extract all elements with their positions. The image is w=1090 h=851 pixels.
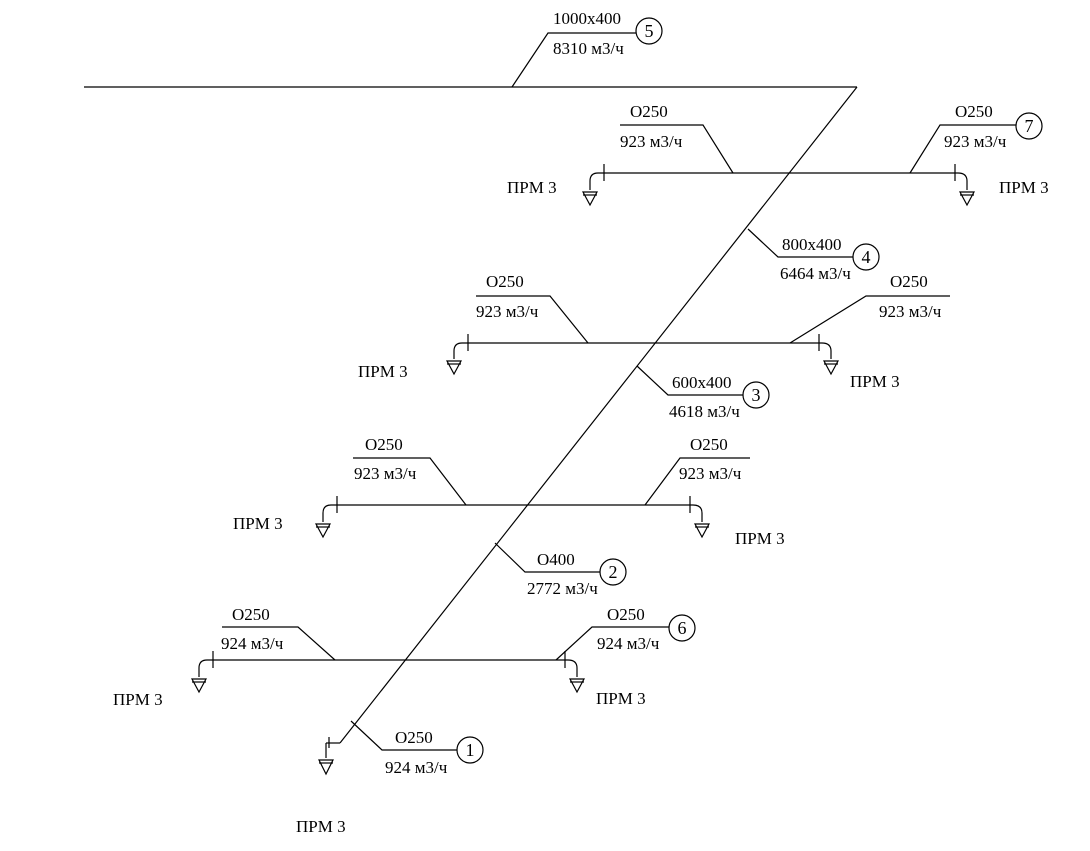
terminal-label: ПРМ 3 — [850, 372, 900, 391]
branch-row-4 — [207, 651, 568, 668]
section-label-5: 1000x400 8310 м3/ч 5 — [511, 9, 663, 88]
branch-label: O250 924 м3/ч — [221, 605, 336, 661]
section-label-3: 600x400 4618 м3/ч 3 — [636, 365, 770, 421]
svg-text:1000x400: 1000x400 — [553, 9, 621, 28]
terminal-label: ПРМ 3 — [296, 817, 346, 836]
svg-text:O250: O250 — [232, 605, 270, 624]
section-label-7: O250 923 м3/ч 7 — [909, 102, 1043, 174]
diffuser-symbols — [190, 172, 976, 776]
svg-text:923 м3/ч: 923 м3/ч — [944, 132, 1007, 151]
svg-text:O250: O250 — [607, 605, 645, 624]
section-number: 7 — [1025, 116, 1034, 136]
svg-text:800x400: 800x400 — [782, 235, 842, 254]
terminal-label: ПРМ 3 — [358, 362, 408, 381]
section-label-2: O400 2772 м3/ч 2 — [494, 542, 627, 598]
svg-text:924 м3/ч: 924 м3/ч — [385, 758, 448, 777]
svg-text:O400: O400 — [537, 550, 575, 569]
section-label-4: 800x400 6464 м3/ч 4 — [747, 228, 880, 283]
svg-text:923 м3/ч: 923 м3/ч — [679, 464, 742, 483]
branch-label: O250 923 м3/ч — [644, 435, 750, 506]
diffuser-icon — [692, 504, 711, 539]
svg-text:600x400: 600x400 — [672, 373, 732, 392]
svg-text:4618 м3/ч: 4618 м3/ч — [669, 402, 740, 421]
branch-label: O250 923 м3/ч — [789, 272, 950, 344]
section-label-6: O250 924 м3/ч 6 — [555, 605, 696, 661]
terminal-label: ПРМ 3 — [507, 178, 557, 197]
branch-row-1 — [598, 164, 958, 181]
branch-label: O250 923 м3/ч — [476, 272, 589, 344]
terminal-labels: ПРМ 3 ПРМ 3 ПРМ 3 ПРМ 3 ПРМ 3 ПРМ 3 ПРМ … — [113, 178, 1049, 836]
svg-text:O250: O250 — [365, 435, 403, 454]
diffuser-icon — [957, 172, 976, 207]
terminal-label: ПРМ 3 — [596, 689, 646, 708]
section-number: 2 — [609, 562, 618, 582]
svg-text:O250: O250 — [690, 435, 728, 454]
svg-text:O250: O250 — [890, 272, 928, 291]
terminal-label: ПРМ 3 — [735, 529, 785, 548]
svg-text:6464 м3/ч: 6464 м3/ч — [780, 264, 851, 283]
svg-text:923 м3/ч: 923 м3/ч — [476, 302, 539, 321]
branch-label: O250 923 м3/ч — [620, 102, 734, 174]
svg-text:O250: O250 — [395, 728, 433, 747]
svg-text:924 м3/ч: 924 м3/ч — [597, 634, 660, 653]
diffuser-icon — [318, 743, 334, 776]
diffuser-icon — [445, 342, 463, 376]
svg-text:924 м3/ч: 924 м3/ч — [221, 634, 284, 653]
section-number: 4 — [862, 247, 871, 267]
svg-text:923 м3/ч: 923 м3/ч — [354, 464, 417, 483]
main-riser-duct — [339, 86, 858, 744]
diffuser-icon — [190, 659, 208, 694]
branch-row-2 — [462, 334, 822, 351]
diffuser-icon — [581, 172, 599, 207]
svg-text:O250: O250 — [630, 102, 668, 121]
section-number: 6 — [678, 618, 687, 638]
svg-text:2772 м3/ч: 2772 м3/ч — [527, 579, 598, 598]
main-duct — [84, 86, 858, 748]
terminal-label: ПРМ 3 — [233, 514, 283, 533]
svg-text:923 м3/ч: 923 м3/ч — [879, 302, 942, 321]
svg-text:O250: O250 — [955, 102, 993, 121]
diffuser-icon — [821, 342, 840, 376]
section-label-1: O250 924 м3/ч 1 — [350, 720, 484, 777]
section-number: 3 — [752, 385, 761, 405]
section-number: 1 — [466, 740, 475, 760]
diffuser-icon — [567, 659, 586, 694]
branch-row-3 — [331, 496, 693, 513]
section-number: 5 — [645, 21, 654, 41]
svg-text:923 м3/ч: 923 м3/ч — [620, 132, 683, 151]
branch-label: O250 923 м3/ч — [353, 435, 467, 506]
terminal-label: ПРМ 3 — [999, 178, 1049, 197]
terminal-label: ПРМ 3 — [113, 690, 163, 709]
diffuser-icon — [314, 504, 332, 539]
svg-text:O250: O250 — [486, 272, 524, 291]
svg-text:8310 м3/ч: 8310 м3/ч — [553, 39, 624, 58]
